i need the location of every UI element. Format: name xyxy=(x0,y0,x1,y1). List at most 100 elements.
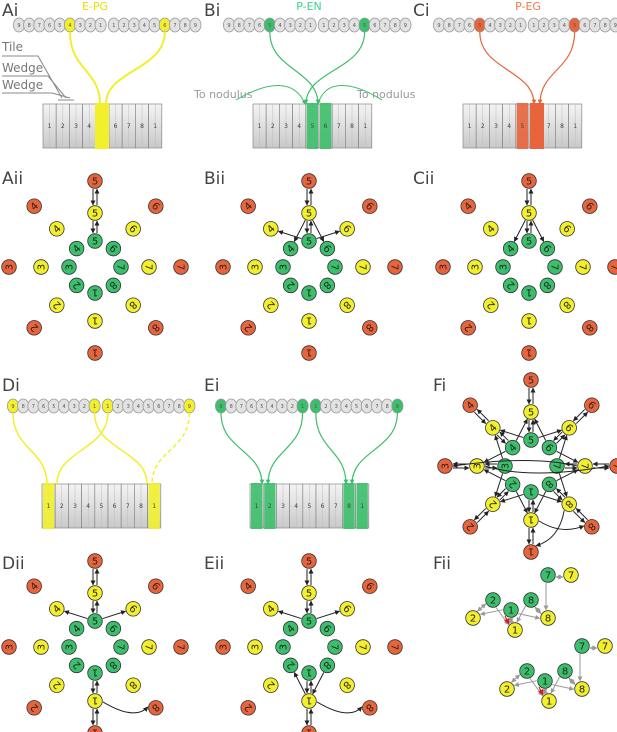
node-label: 3 xyxy=(499,264,510,270)
node-label: 1 xyxy=(508,606,514,617)
node-circle xyxy=(507,622,523,638)
node-circle xyxy=(504,439,521,456)
node-label: 5 xyxy=(526,177,532,188)
node-label: 5 xyxy=(528,408,534,419)
bridge-number: 3 xyxy=(335,404,338,410)
neuron-node: 1 xyxy=(301,693,317,709)
connection-arrow xyxy=(538,429,563,439)
neuron-node: 6 xyxy=(362,198,378,214)
node-label: 1 xyxy=(306,287,312,298)
node-circle xyxy=(301,233,317,249)
neuron-node: 1 xyxy=(87,313,103,329)
bridge-number: 9 xyxy=(227,23,230,29)
connection-arrow xyxy=(293,672,306,695)
tile-number: 2 xyxy=(481,123,485,130)
wedge-pointer-2 xyxy=(2,92,71,99)
bridge-number: 9 xyxy=(614,23,617,29)
bridge-number: 4 xyxy=(270,404,273,410)
node-circle xyxy=(523,544,539,560)
node-circle xyxy=(49,297,65,313)
neuron-node: 3 xyxy=(1,259,17,275)
bridge-number: 5 xyxy=(153,23,156,29)
neuron-node: 3 xyxy=(247,639,263,655)
neuron-node: 6 xyxy=(319,240,336,257)
node-circle xyxy=(87,693,103,709)
node-circle xyxy=(435,259,451,275)
node-circle xyxy=(68,277,85,294)
bridge-number: 2 xyxy=(299,23,302,29)
node-circle xyxy=(485,420,501,436)
node-label: 3 xyxy=(219,644,230,650)
bridge-number: 7 xyxy=(375,404,378,410)
connection-arrow xyxy=(476,510,489,523)
connection-arrow xyxy=(499,493,524,503)
tile-highlight-ai xyxy=(95,103,109,149)
node-circle xyxy=(541,693,557,709)
node-circle xyxy=(247,259,263,275)
node-circle xyxy=(362,578,378,594)
node-label: 7 xyxy=(143,264,154,270)
neuron-node: 6 xyxy=(561,420,577,436)
node-circle xyxy=(339,297,355,313)
neuron-node: 4 xyxy=(240,198,256,214)
neuron-node: 7 xyxy=(327,639,343,655)
neuron-node: 1 xyxy=(521,313,537,329)
node-label: 5 xyxy=(92,617,98,628)
node-circle xyxy=(523,484,539,500)
node-label: 7 xyxy=(579,642,585,653)
neuron-node: 7 xyxy=(547,259,563,275)
connection-arrow xyxy=(534,418,547,441)
neuron-node: 4 xyxy=(240,578,256,594)
neuron-node: 3 xyxy=(215,639,231,655)
bridge-number: 4 xyxy=(143,23,146,29)
node-circle xyxy=(537,673,553,689)
node-circle xyxy=(301,173,317,189)
node-circle xyxy=(301,725,317,732)
neuron-node: 3 xyxy=(495,259,511,275)
fii-edge xyxy=(543,688,548,695)
node-label: 5 xyxy=(306,177,312,188)
neuron-node: 8 xyxy=(362,320,378,336)
bridge-number: 2 xyxy=(122,23,125,29)
bridge-number: 8 xyxy=(604,23,607,29)
node-label: 8 xyxy=(579,685,585,696)
neuron-node: 8 xyxy=(523,592,539,608)
connection-arrow xyxy=(494,434,504,459)
neuron-node: 6 xyxy=(125,221,141,237)
node-circle xyxy=(362,320,378,336)
node-circle xyxy=(584,397,600,413)
node-circle xyxy=(437,458,453,474)
node-label: 5 xyxy=(306,237,312,248)
node-circle xyxy=(504,476,521,493)
node-circle xyxy=(574,638,590,654)
fii-edge xyxy=(552,684,575,691)
bridge-number: 2 xyxy=(332,23,335,29)
node-circle xyxy=(485,592,501,608)
node-circle xyxy=(523,592,539,608)
tile-number: 2 xyxy=(61,123,65,130)
bridge-number: 5 xyxy=(58,23,61,29)
bridge-number: 6 xyxy=(258,23,261,29)
node-label: 5 xyxy=(92,177,98,188)
tile-number: 5 xyxy=(307,503,311,510)
node-circle xyxy=(263,297,279,313)
node-circle xyxy=(26,320,42,336)
node-circle xyxy=(240,320,256,336)
node-label: 7 xyxy=(175,644,186,650)
tile-highlight xyxy=(148,483,160,529)
neuron-node: 3 xyxy=(33,639,49,655)
node-label: 5 xyxy=(526,237,532,248)
node-circle xyxy=(539,240,556,257)
node-label: 3 xyxy=(251,264,262,270)
tile-highlight xyxy=(306,103,318,149)
neuron-node: 1 xyxy=(87,285,103,301)
neuron-node: 4 xyxy=(49,221,65,237)
neuron-node: 6 xyxy=(582,198,598,214)
bridge-number: 4 xyxy=(62,404,65,410)
node-circle xyxy=(247,639,263,655)
neuron-node: 2 xyxy=(504,476,521,493)
bridge-number: 7 xyxy=(240,404,243,410)
node-label: 1 xyxy=(526,287,532,298)
